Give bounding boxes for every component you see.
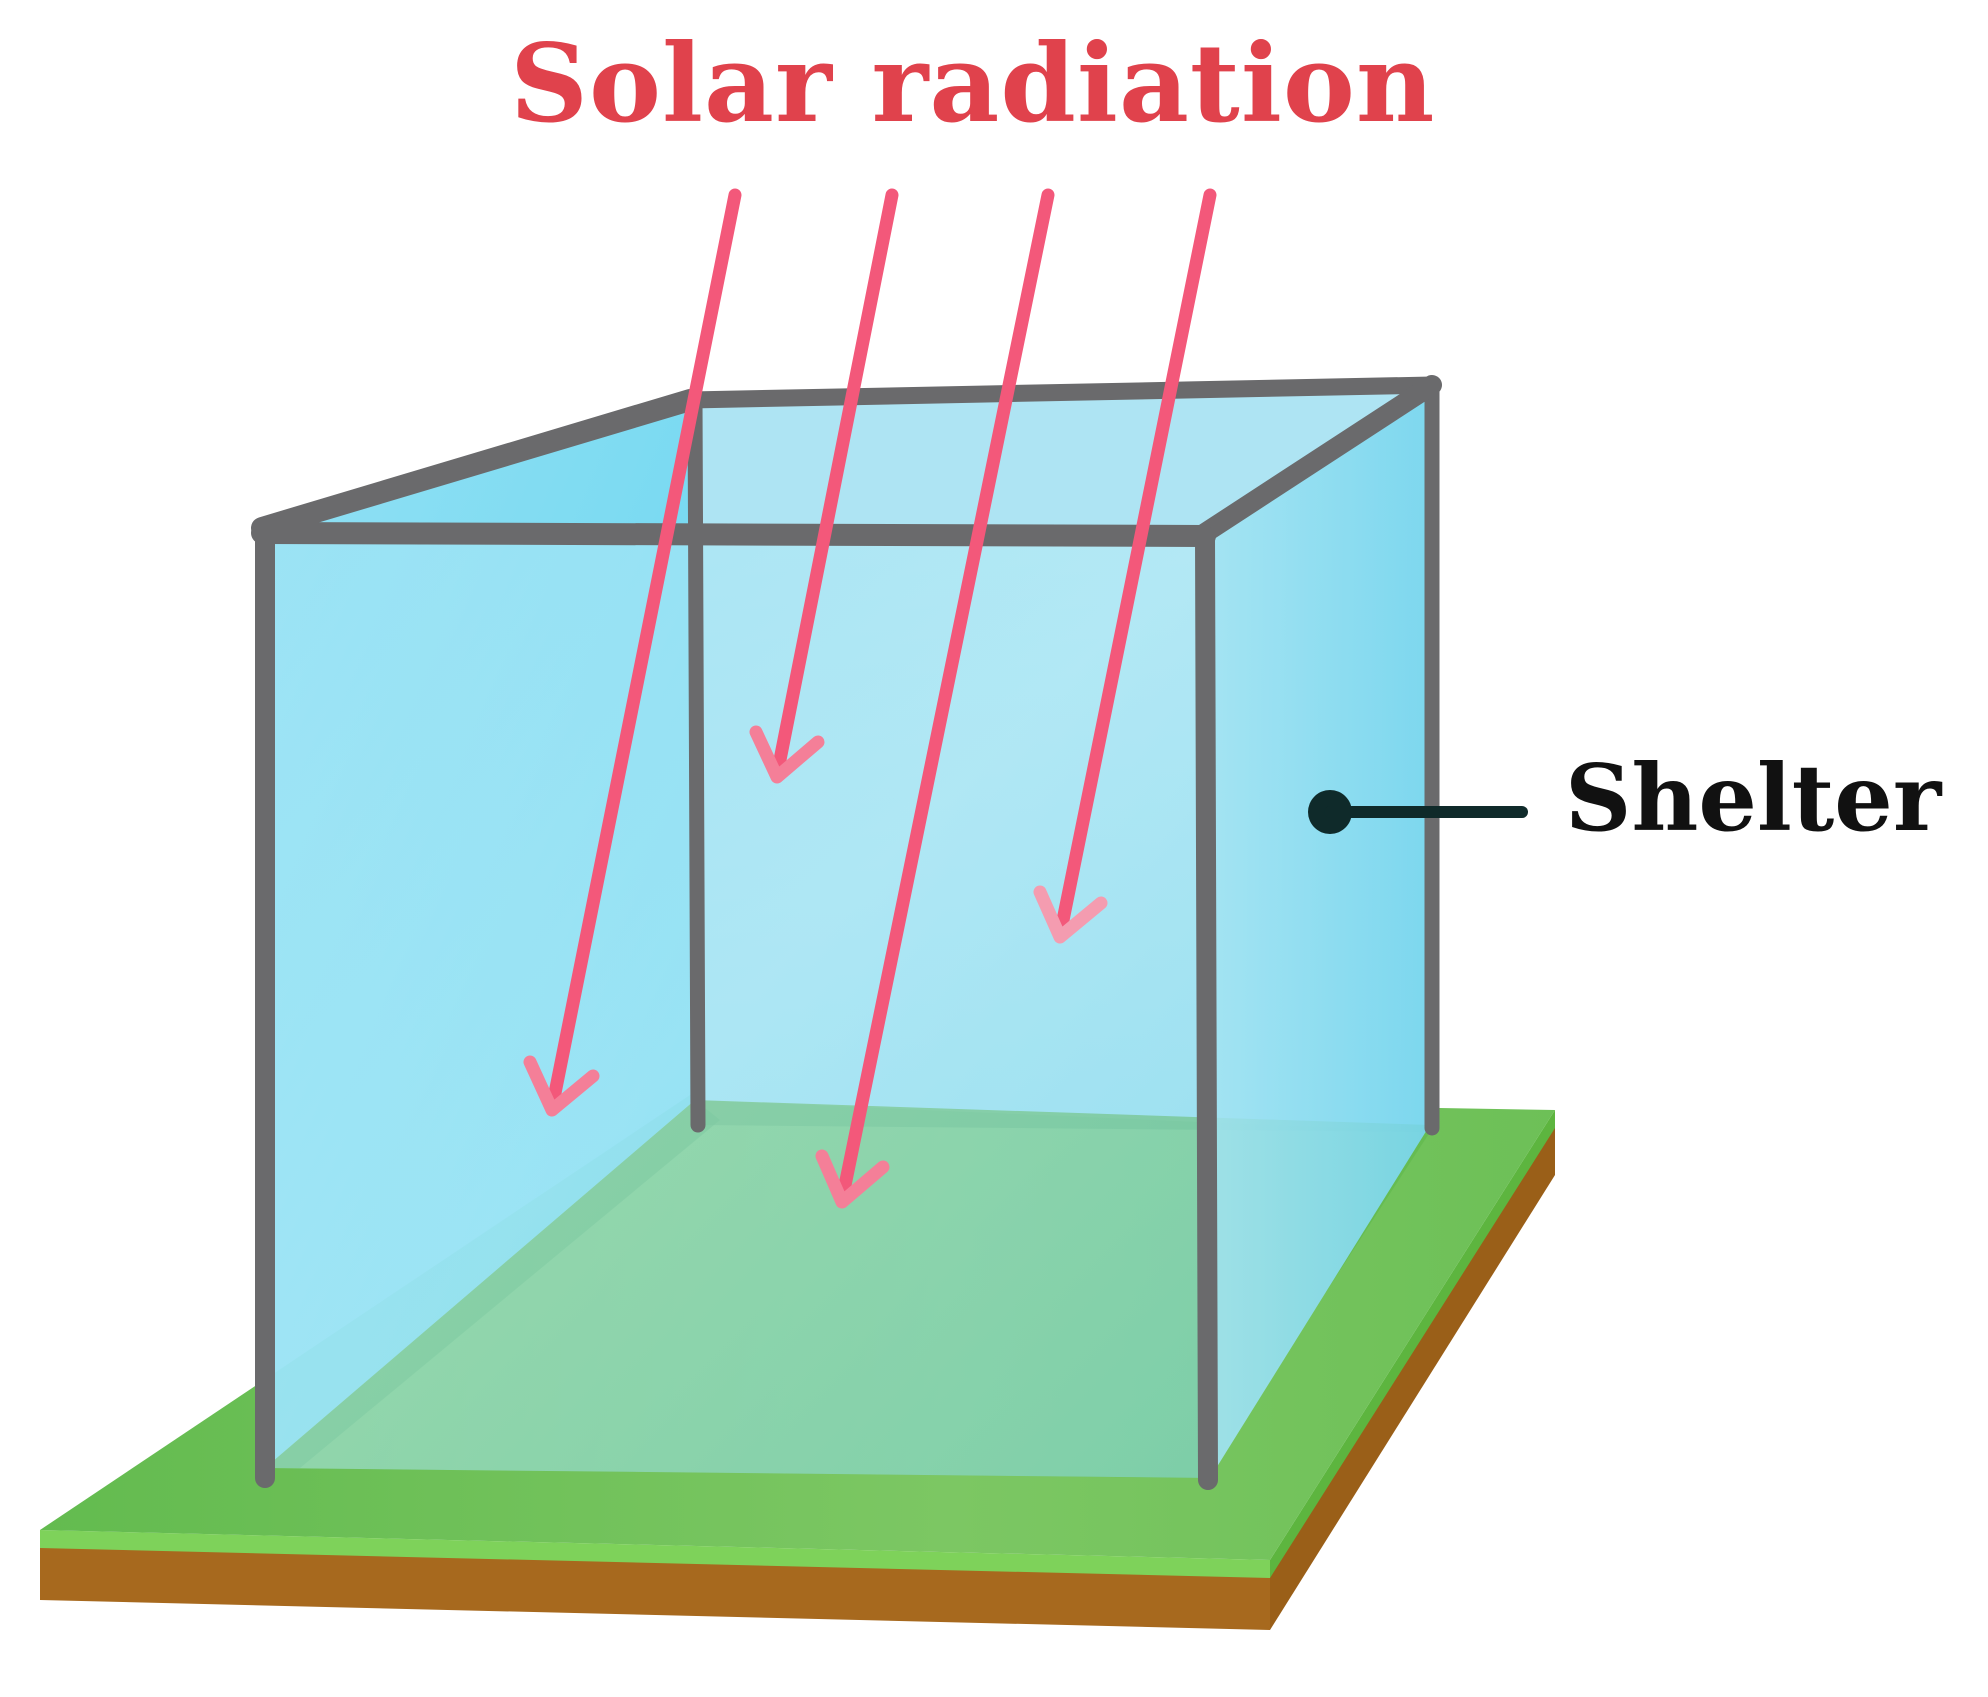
leader-line-dot-icon — [1308, 790, 1528, 834]
glass-right-wall — [1205, 385, 1430, 1478]
frame-top-front — [251, 522, 1216, 547]
frame-top-back — [681, 376, 1441, 409]
solar-radiation-label: Solar radiation — [510, 21, 1436, 147]
shelter-glass — [265, 385, 1430, 1478]
frame-top-right — [1195, 375, 1442, 543]
glass-front-wall — [265, 535, 1210, 1478]
radiation-arrow-icon — [749, 188, 899, 784]
radiation-arrow-icon — [523, 188, 742, 1117]
frame-top-left — [251, 389, 701, 539]
grass-edge-right — [1270, 1110, 1555, 1578]
frame-post-front-right — [1195, 526, 1218, 1490]
grass-edge-front — [40, 1530, 1270, 1578]
solar-radiation-arrows — [523, 188, 1217, 1209]
shelter-label: Shelter — [1565, 744, 1942, 852]
shelter-frame — [251, 375, 1442, 1490]
soil-side-right — [1270, 1125, 1555, 1630]
radiation-arrow-icon — [815, 188, 1055, 1209]
soil-side-front — [40, 1545, 1270, 1630]
frame-post-back-left — [687, 392, 706, 1133]
radiation-arrow-icon — [1033, 188, 1217, 944]
